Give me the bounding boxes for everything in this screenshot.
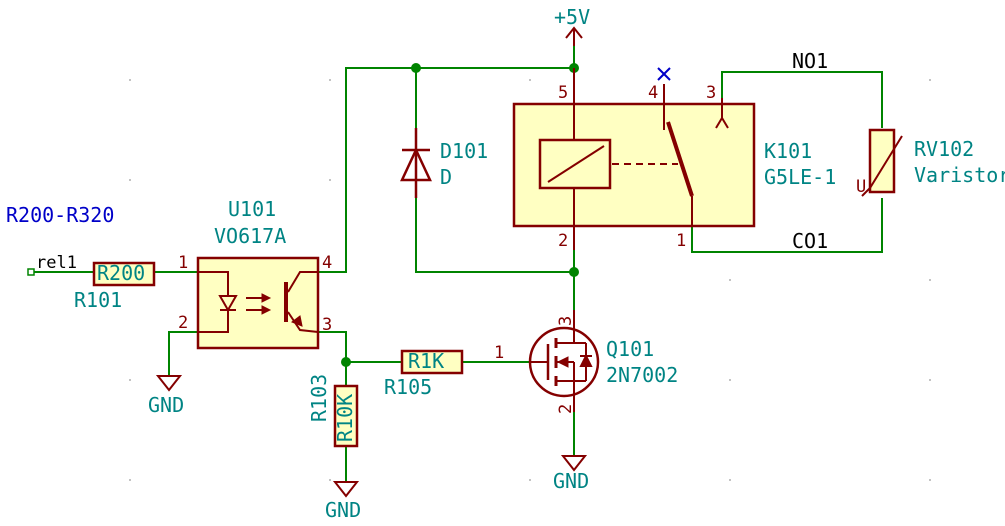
optocoupler-u101[interactable]: U101 VO617A 1 2 3 4: [178, 197, 332, 350]
svg-text:R105: R105: [384, 375, 432, 399]
svg-text:2: 2: [558, 231, 568, 251]
svg-text:R103: R103: [307, 374, 331, 422]
wires: [34, 46, 883, 482]
svg-text:VO617A: VO617A: [214, 224, 286, 248]
varistor-rv102[interactable]: U RV102 Varistor: [856, 128, 1005, 197]
svg-text:Q101: Q101: [606, 337, 654, 361]
svg-text:D: D: [440, 165, 452, 189]
resistor-r103[interactable]: R10K R103: [307, 374, 359, 448]
svg-text:5: 5: [558, 83, 568, 103]
svg-text:2N7002: 2N7002: [606, 363, 678, 387]
svg-text:K101: K101: [764, 139, 812, 163]
svg-text:U101: U101: [228, 197, 276, 221]
svg-text:2: 2: [556, 404, 576, 414]
svg-text:GND: GND: [553, 469, 589, 493]
svg-text:R1K: R1K: [408, 349, 444, 373]
gnd-symbol-1: GND: [148, 375, 184, 417]
svg-text:+5V: +5V: [554, 5, 590, 29]
svg-text:GND: GND: [325, 498, 361, 522]
svg-text:U: U: [856, 177, 866, 197]
svg-text:4: 4: [648, 83, 658, 103]
net-label-co1: CO1: [792, 229, 828, 253]
power-vcc-symbol: +5V: [554, 5, 590, 46]
svg-text:Varistor: Varistor: [914, 163, 1005, 187]
svg-text:1: 1: [494, 343, 504, 363]
relay-k101[interactable]: 5 2 4 3 1 K101 G5LE-1: [512, 68, 836, 251]
sheet-label: R200-R320: [6, 203, 114, 227]
svg-text:R10K: R10K: [333, 394, 357, 442]
svg-text:D101: D101: [440, 139, 488, 163]
svg-text:rel1: rel1: [36, 253, 77, 273]
svg-text:G5LE-1: G5LE-1: [764, 165, 836, 189]
gnd-symbol-3: GND: [553, 455, 589, 493]
input-net-label: rel1: [27, 253, 77, 276]
svg-text:1: 1: [178, 253, 188, 273]
svg-text:4: 4: [322, 253, 332, 273]
svg-text:R101: R101: [74, 288, 122, 312]
svg-text:2: 2: [178, 313, 188, 333]
net-label-no1: NO1: [792, 49, 828, 73]
svg-text:R200: R200: [97, 261, 145, 285]
resistor-r101[interactable]: R200 R101: [74, 261, 156, 312]
svg-text:GND: GND: [148, 393, 184, 417]
svg-text:3: 3: [706, 83, 716, 103]
resistor-r105[interactable]: R1K R105: [384, 349, 464, 399]
diode-d101[interactable]: D101 D: [400, 128, 488, 198]
grid-dots: [129, 79, 931, 481]
no-connect-marker: [657, 67, 671, 81]
svg-text:1: 1: [676, 231, 686, 251]
svg-text:3: 3: [322, 315, 332, 335]
svg-text:3: 3: [556, 316, 576, 326]
mosfet-q101[interactable]: 1 3 2 Q101 2N7002: [494, 310, 678, 414]
svg-text:RV102: RV102: [914, 137, 974, 161]
gnd-symbol-2: GND: [325, 481, 361, 522]
